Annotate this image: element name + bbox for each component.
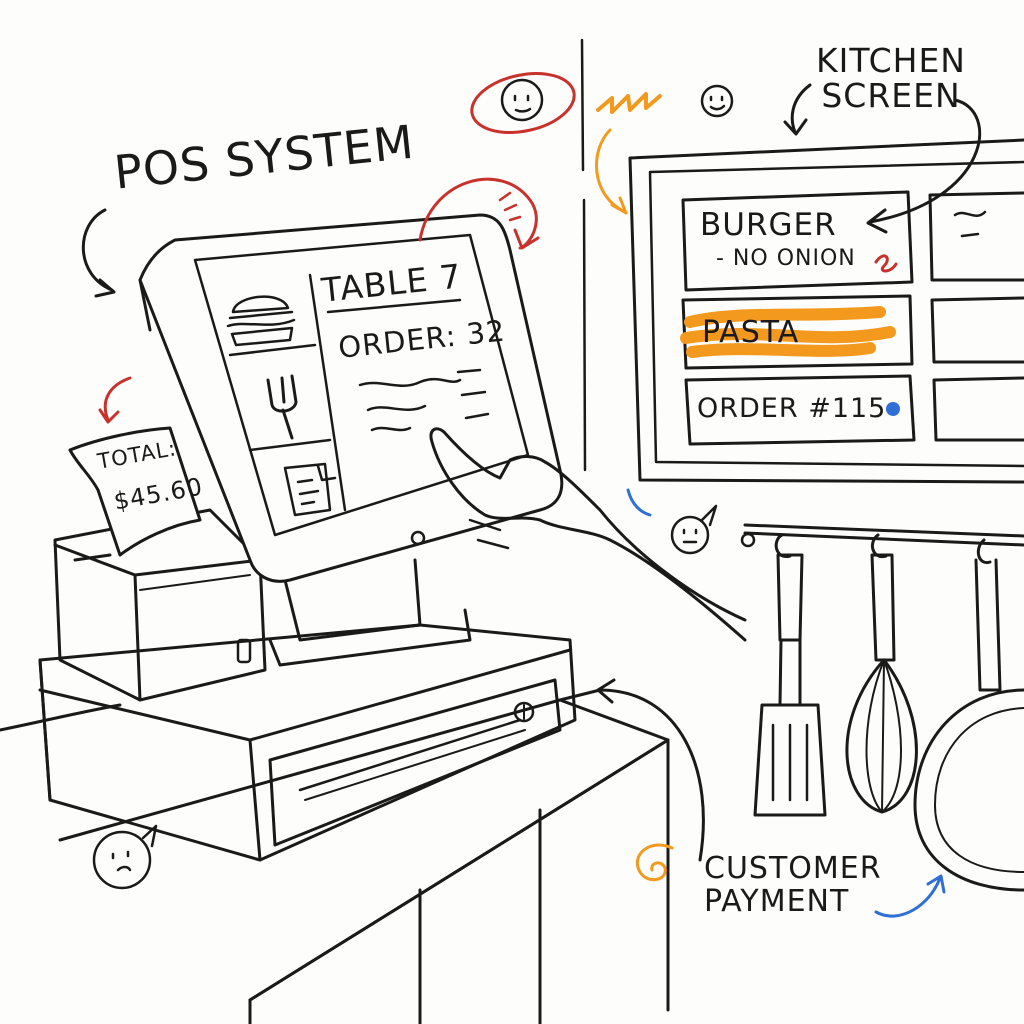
frying-pan [913,538,1024,892]
kitchen-screen-label: KITCHEN SCREEN [816,41,966,115]
receipt-printer [53,508,267,702]
fork-icon [266,374,298,440]
doodle-face-top [470,72,576,134]
no-onion-scribble [874,254,898,273]
order-status-dot [886,402,900,416]
receipt-paper [68,426,202,557]
receipt-arrow-red [98,376,132,424]
customer-payment-label-line2: PAYMENT [704,884,850,919]
kitchen-ticket-burger[interactable]: BURGER [700,207,837,243]
payment-arrow [596,678,705,862]
pos-stand [268,558,472,667]
kitchen-arrow-down [783,83,812,136]
pointing-hand [429,427,747,642]
spatula [753,533,827,817]
doodle-face-middle [670,504,718,555]
customer-payment-label: CUSTOMER PAYMENT [704,852,882,918]
whisk [845,533,918,814]
kitchen-ticket-pasta[interactable]: PASTA [702,315,800,350]
orange-swirl [635,843,674,882]
pos-arrow [81,208,116,298]
kitchen-screen-label-line1: KITCHEN [816,41,966,80]
utensil-rail [740,523,1024,548]
doodle-face-bottom [92,824,158,890]
kitchen-ticket-order[interactable]: ORDER #115 [697,393,887,424]
pasta-highlight [680,306,896,358]
blue-tick [626,488,652,517]
counter [0,688,670,1024]
document-icon [283,462,337,517]
wall-edge [580,38,587,472]
link-arrow-orange [595,128,628,215]
orange-scribble-top [596,92,662,114]
monitor-arrow-red [418,177,540,250]
customer-payment-label-line1: CUSTOMER [704,851,882,886]
kitchen-screen-label-line2: SCREEN [821,75,961,115]
burger-icon [226,295,296,347]
kitchen-ticket-burger-note: - NO ONION [716,246,856,271]
kitchen-monitor [628,138,1024,484]
doodle-face-kitchen [700,84,734,118]
kitchen-arrow-burger [866,98,982,234]
blue-arrow [874,874,946,918]
